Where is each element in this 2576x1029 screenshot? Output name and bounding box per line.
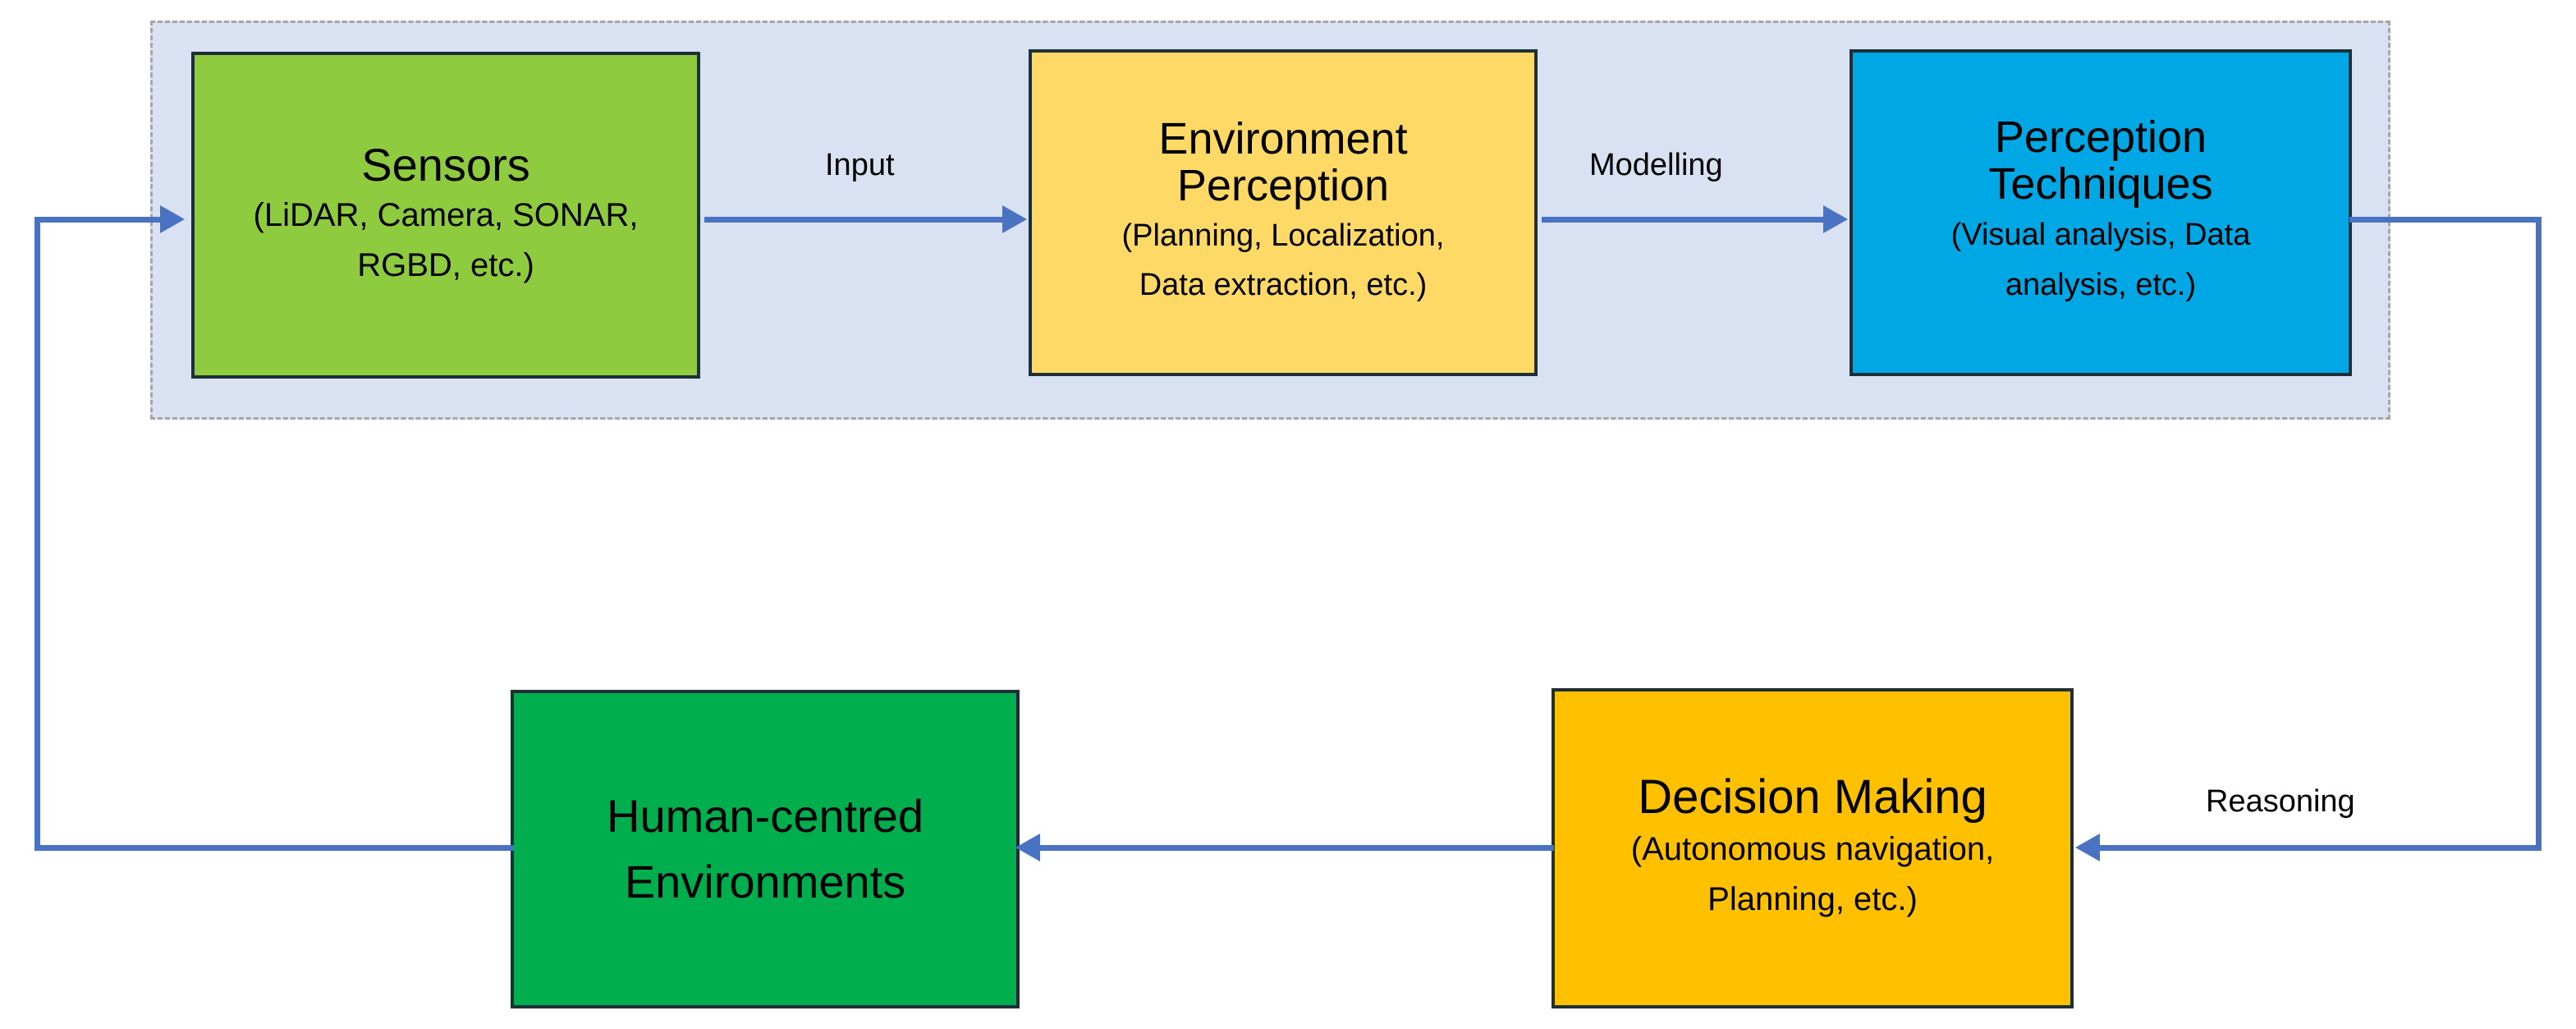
edge-reasoning-label: Reasoning <box>2206 784 2355 819</box>
node-sensors-subtitle: (LiDAR, Camera, SONAR, RGBD, etc.) <box>253 196 639 283</box>
edge-feedback-sensors-segment-bottom <box>34 845 514 851</box>
edge-modelling-label: Modelling <box>1589 148 1723 182</box>
edge-input-arrowhead <box>1002 205 1027 233</box>
edge-reasoning-segment-top <box>2349 217 2542 223</box>
edge-input-line <box>704 217 1004 223</box>
edge-feedback-sensors-segment-top <box>34 217 162 223</box>
node-decision-making-title: Decision Making <box>1638 770 1987 825</box>
edge-feedback-sensors-arrowhead <box>160 205 185 233</box>
node-decision-making[interactable]: Decision Making (Autonomous navigation, … <box>1552 688 2074 1008</box>
edge-feedback-human-line <box>1040 845 1554 851</box>
node-environment-perception-subtitle: (Planning, Localization, Data extraction… <box>1121 218 1445 303</box>
node-decision-making-subtitle: (Autonomous navigation, Planning, etc.) <box>1630 830 1995 917</box>
edge-reasoning-segment-bottom <box>2100 845 2542 851</box>
node-perception-techniques-subtitle: (Visual analysis, Data analysis, etc.) <box>1950 217 2251 303</box>
node-perception-techniques-title: Perception Techniques <box>1988 113 2213 209</box>
node-perception-techniques[interactable]: Perception Techniques (Visual analysis, … <box>1849 49 2352 376</box>
edge-reasoning-segment-right <box>2536 217 2542 851</box>
node-environment-perception[interactable]: Environment Perception (Planning, Locali… <box>1029 49 1538 376</box>
node-human-centred-environments-title: Human-centred Environments <box>607 790 924 907</box>
edge-modelling-arrowhead <box>1823 205 1848 233</box>
edge-reasoning-arrowhead <box>2075 834 2100 861</box>
edge-input-label: Input <box>825 148 895 182</box>
edge-feedback-human-arrowhead <box>1015 834 1040 861</box>
node-sensors[interactable]: Sensors (LiDAR, Camera, SONAR, RGBD, etc… <box>191 52 700 379</box>
node-environment-perception-title: Environment Perception <box>1158 113 1408 210</box>
edge-modelling-line <box>1542 217 1825 223</box>
edge-feedback-sensors-segment-left <box>34 217 40 851</box>
node-sensors-title: Sensors <box>361 138 530 191</box>
node-human-centred-environments[interactable]: Human-centred Environments <box>511 690 1020 1008</box>
